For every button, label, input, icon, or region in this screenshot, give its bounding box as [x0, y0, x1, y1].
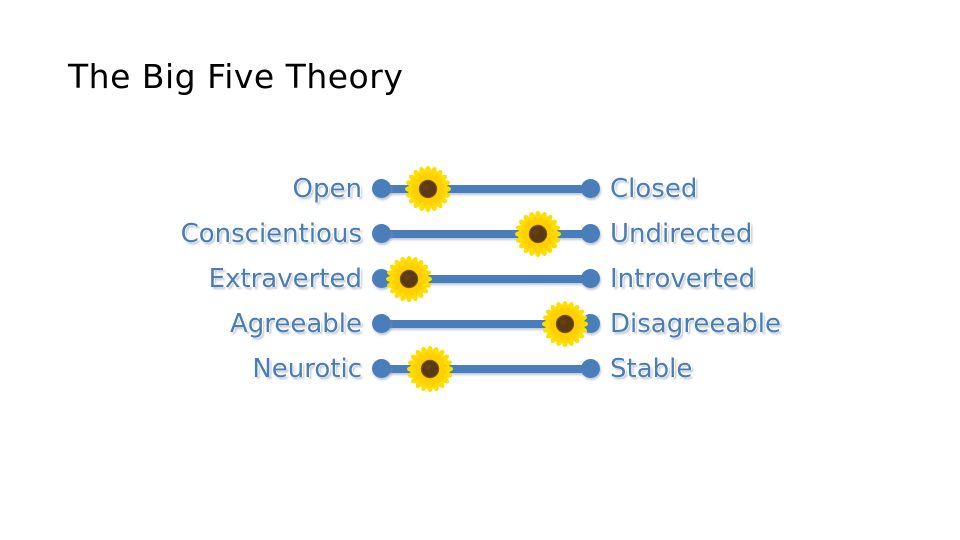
trait-left-label: Open [292, 173, 362, 204]
trait-row: Open Closed [0, 165, 960, 212]
slider-track[interactable] [382, 364, 590, 373]
trait-left-label: Agreeable [229, 308, 362, 339]
slider-track[interactable] [382, 229, 590, 238]
slider-end-left [372, 314, 391, 333]
slider-end-right [581, 224, 600, 243]
sunflower-icon[interactable] [386, 255, 433, 302]
trait-slider[interactable] [372, 345, 600, 392]
trait-left-label: Extraverted [208, 263, 362, 294]
slider-track[interactable] [382, 319, 590, 328]
trait-right-label: Introverted [610, 263, 756, 294]
slider-end-left [372, 359, 391, 378]
slider-end-left [372, 269, 391, 288]
trait-slider[interactable] [372, 165, 600, 212]
trait-left-label: Neurotic [252, 353, 362, 384]
trait-row: Neurotic Stable [0, 345, 960, 392]
trait-row: Extraverted Introverted [0, 255, 960, 302]
trait-row: Agreeable Disagreeable [0, 300, 960, 347]
slider-track[interactable] [382, 274, 590, 283]
trait-slider[interactable] [372, 300, 600, 347]
trait-row: Conscientious Undirected [0, 210, 960, 257]
trait-right-label: Closed [610, 173, 698, 204]
slider-track[interactable] [382, 184, 590, 193]
slider-end-left [372, 179, 391, 198]
sunflower-icon[interactable] [515, 210, 561, 257]
sunflower-icon[interactable] [406, 345, 453, 392]
trait-slider[interactable] [372, 255, 600, 302]
sunflower-icon[interactable] [542, 300, 589, 347]
slider-end-right [581, 269, 600, 288]
trait-slider[interactable] [372, 210, 600, 257]
slider-end-right [581, 359, 600, 378]
trait-left-label: Conscientious [180, 218, 362, 249]
trait-right-label: Undirected [610, 218, 753, 249]
trait-right-label: Stable [610, 353, 693, 384]
sunflower-icon[interactable] [404, 165, 451, 212]
slider-end-right [581, 179, 600, 198]
slider-end-left [372, 224, 391, 243]
page-title: The Big Five Theory [68, 57, 404, 96]
trait-right-label: Disagreeable [610, 308, 781, 339]
